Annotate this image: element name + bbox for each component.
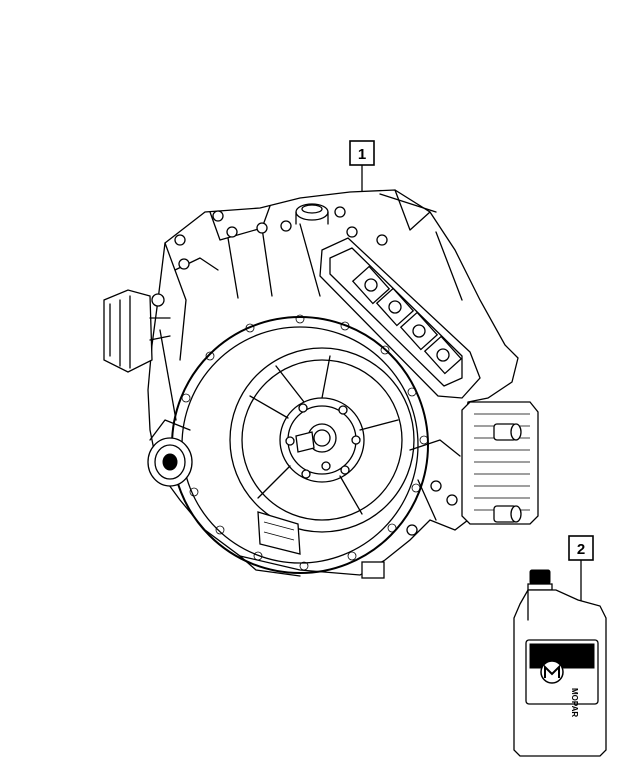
solenoid-group — [351, 265, 463, 375]
electrical-connector — [103, 289, 171, 373]
callout-1-label: 1 — [358, 146, 366, 163]
transmission-assembly-icon[interactable] — [103, 189, 539, 579]
callout-2[interactable]: 2 — [568, 535, 594, 602]
mopar-logo-icon — [529, 643, 595, 684]
axle-seal — [147, 419, 193, 487]
callout-2-label: 2 — [577, 541, 585, 558]
oil-bottle-icon[interactable]: MOPAR — [513, 569, 607, 757]
callout-1[interactable]: 1 — [349, 140, 375, 194]
oil-cooler — [461, 401, 539, 525]
bottle-brand-text: MOPAR — [570, 688, 579, 717]
